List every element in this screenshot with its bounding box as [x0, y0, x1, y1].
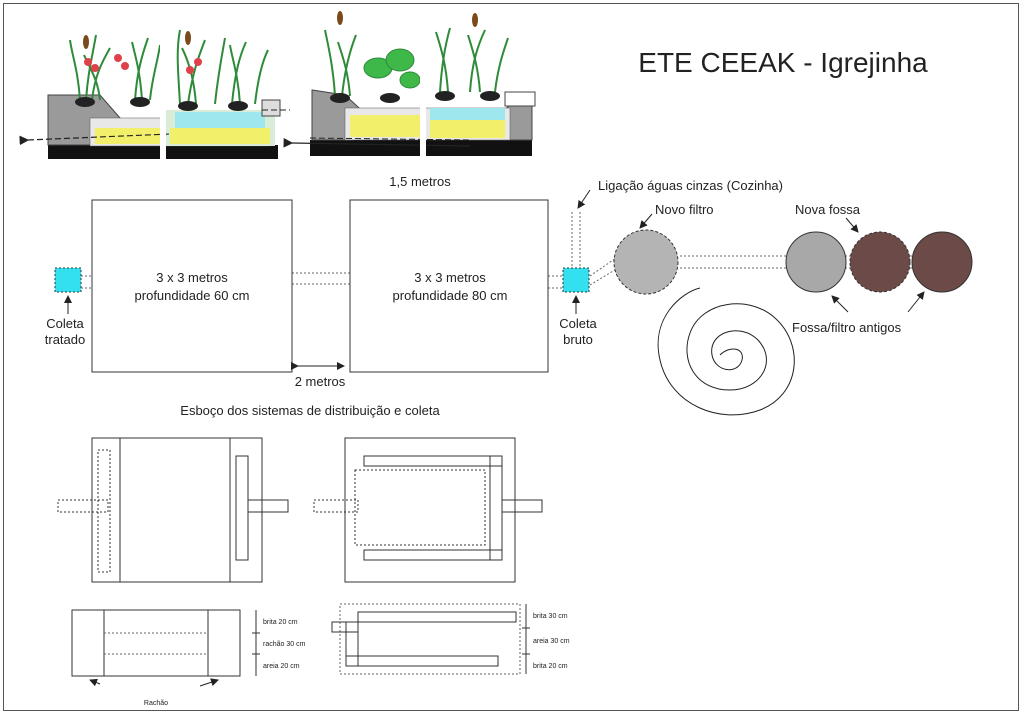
new-septic-arrow	[845, 217, 859, 233]
layer2-brita20-label: brita 20 cm	[533, 663, 568, 670]
cross-section-left	[19, 20, 290, 165]
greywater-arrow	[577, 189, 591, 209]
new-septic	[849, 231, 911, 293]
greywater-label: Ligação águas cinzas (Cozinha)	[598, 178, 783, 193]
old-septic-grey	[785, 231, 847, 293]
cross-section-width-label: 1,5 metros	[389, 174, 451, 189]
tank1-size-label: 3 x 3 metros	[156, 270, 228, 285]
new-filter	[613, 229, 679, 295]
new-filter-label: Novo filtro	[655, 202, 714, 217]
layer1-brita-label: brita 20 cm	[263, 619, 298, 626]
collect-treated-box	[54, 267, 82, 293]
distribution-sketch-1	[57, 437, 289, 583]
layer1-areia-label: areia 20 cm	[263, 663, 300, 670]
layer1-bottom-label: Rachão	[144, 700, 168, 707]
sketch-title: Esboço dos sistemas de distribuição e co…	[180, 403, 440, 418]
tank-1	[91, 199, 293, 373]
tank2-size-label: 3 x 3 metros	[414, 270, 486, 285]
tank2-depth-label: profundidade 80 cm	[393, 288, 508, 303]
layer1-rachao-label: rachão 30 cm	[263, 641, 306, 648]
tank1-depth-label: profundidade 60 cm	[135, 288, 250, 303]
page-title: ETE CEEAK - Igrejinha	[638, 47, 928, 78]
layer2-brita30-label: brita 30 cm	[533, 613, 568, 620]
gap-label: 2 metros	[295, 374, 346, 389]
old-septic-arrow-2	[907, 291, 925, 313]
distribution-sketch-2	[313, 437, 543, 583]
old-septic-brown	[911, 231, 973, 293]
new-septic-label: Nova fossa	[795, 202, 861, 217]
page-border	[3, 3, 1019, 711]
pipes	[81, 212, 914, 289]
old-septic-arrow-1	[831, 295, 849, 313]
collect-raw-box	[562, 267, 590, 293]
layer2-areia-label: areia 30 cm	[533, 638, 570, 645]
collect-treated-label-2: tratado	[45, 332, 85, 347]
old-septic-label: Fossa/filtro antigos	[792, 320, 902, 335]
layer-section-2	[331, 603, 530, 675]
cross-section-right	[283, 11, 536, 165]
tank-2	[349, 199, 549, 373]
spiral-irrigation	[657, 287, 795, 416]
collect-treated-label-1: Coleta	[46, 316, 84, 331]
layer-section-1	[71, 609, 260, 687]
new-filter-arrow	[639, 213, 653, 229]
collect-raw-label-2: bruto	[563, 332, 593, 347]
collect-raw-label-1: Coleta	[559, 316, 597, 331]
